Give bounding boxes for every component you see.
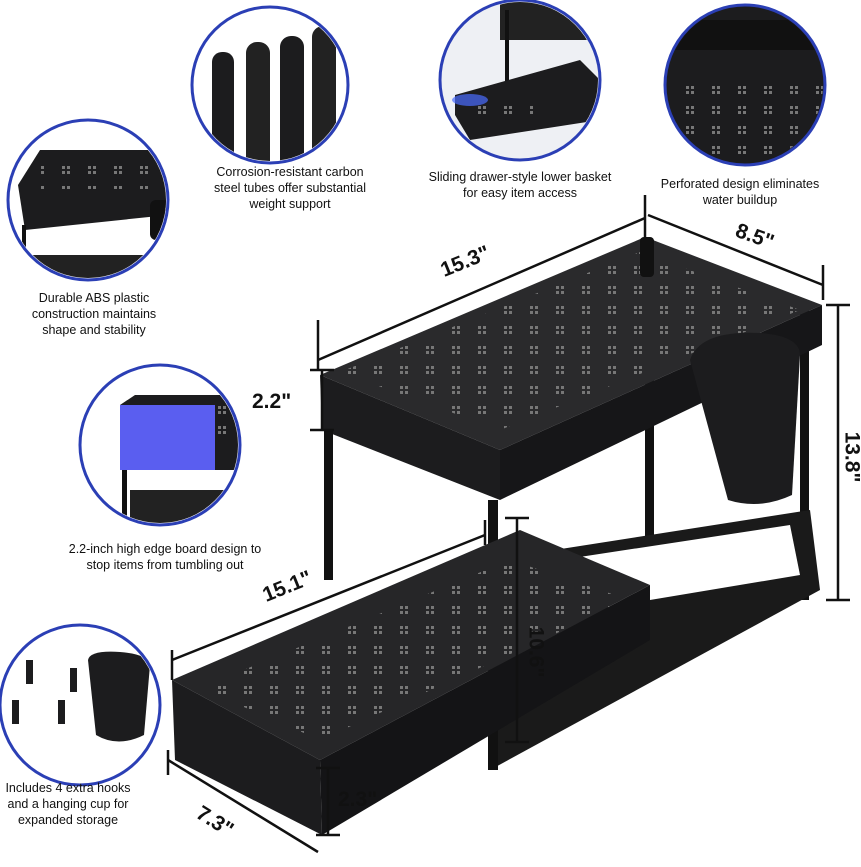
drawer-detail-circle: [438, 0, 602, 162]
perforated-detail-circle: [663, 3, 827, 167]
caption-line: construction maintains: [31, 307, 157, 321]
abs-detail-circle: [6, 118, 170, 282]
caption-line: Perforated design eliminates: [660, 177, 820, 191]
caption-line: water buildup: [702, 193, 778, 207]
caption-line: expanded storage: [17, 813, 119, 827]
dim-inner-height: 10.6": [524, 626, 548, 678]
caption-line: 2.2-inch high edge board design to: [68, 542, 262, 556]
caption-line: Corrosion-resistant carbon: [216, 165, 364, 179]
edge-caption: 2.2-inch high edge board design to stop …: [69, 541, 262, 573]
caption-line: stop items from tumbling out: [86, 558, 244, 572]
caption-line: Durable ABS plastic: [38, 291, 150, 305]
organizer-product: [172, 237, 822, 835]
caption-line: weight support: [249, 197, 331, 211]
dim-top-edge: 2.2": [252, 390, 292, 413]
abs-caption: Durable ABS plastic construction maintai…: [32, 290, 156, 338]
dim-height: 13.8": [840, 431, 861, 483]
caption-line: Includes 4 extra hooks: [5, 781, 131, 795]
hooks-caption: Includes 4 extra hooks and a hanging cup…: [5, 780, 130, 828]
edge-board-detail-circle: [78, 363, 242, 527]
drawer-caption: Sliding drawer-style lower basket for ea…: [429, 169, 612, 201]
dimension-lines: [166, 195, 850, 854]
tubes-caption: Corrosion-resistant carbon steel tubes o…: [214, 164, 366, 212]
caption-line: and a hanging cup for: [7, 797, 129, 811]
caption-line: Sliding drawer-style lower basket: [428, 170, 612, 184]
caption-line: for easy item access: [463, 186, 577, 200]
hooks-detail-circle: [0, 623, 162, 787]
caption-line: shape and stability: [42, 323, 146, 337]
dim-drawer-edge: 2.3": [338, 788, 378, 811]
tubes-detail-circle: [190, 5, 350, 165]
perforated-caption: Perforated design eliminates water build…: [661, 176, 819, 208]
caption-line: steel tubes offer substantial: [214, 181, 366, 195]
